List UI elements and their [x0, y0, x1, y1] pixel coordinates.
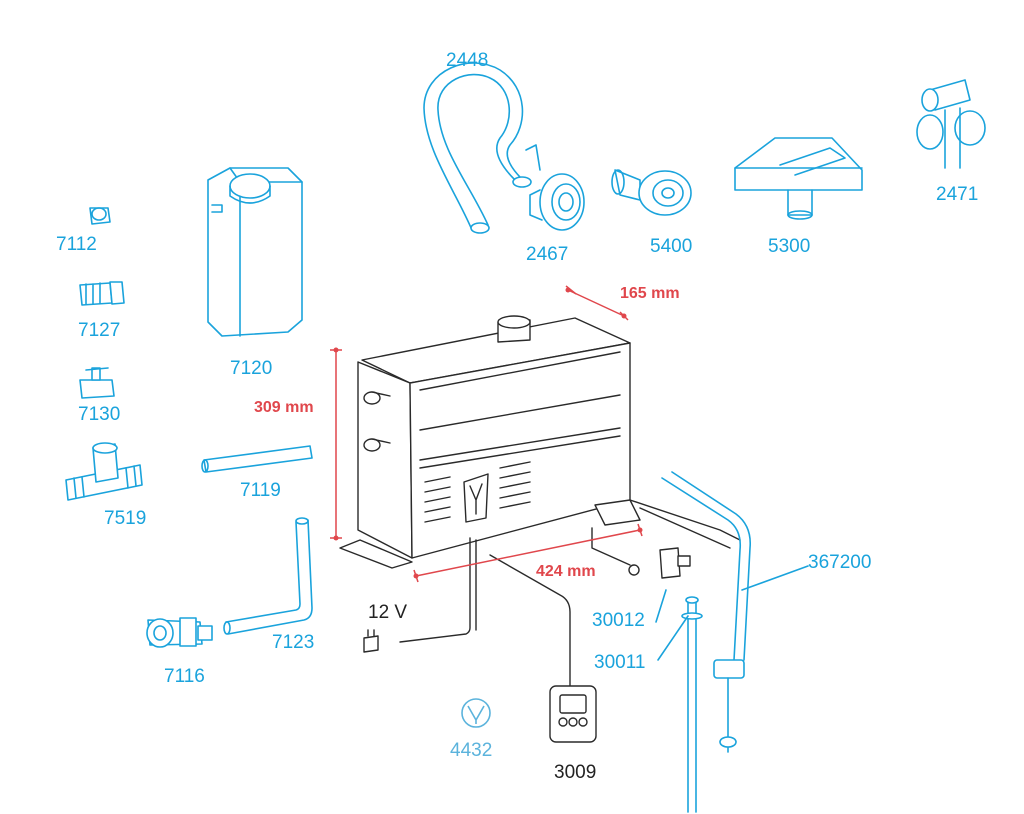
- label-2471: 2471: [936, 184, 978, 205]
- hose-nipple-7127: [79, 281, 125, 306]
- valve-7130: [79, 367, 115, 399]
- heater-unit: [339, 315, 641, 569]
- label-7127: 7127: [78, 320, 120, 341]
- exhaust-cover-5300: [734, 137, 863, 220]
- bent-pipe-7123: [223, 517, 313, 635]
- leader-lines: [655, 565, 809, 661]
- controller-3009: [549, 685, 597, 743]
- label-2467: 2467: [526, 244, 568, 265]
- fuel-tank-7120: [207, 167, 303, 337]
- tee-connector-7519: [65, 442, 143, 501]
- label-7112: 7112: [56, 234, 97, 255]
- label-7120: 7120: [230, 358, 272, 379]
- label-3009: 3009: [554, 762, 596, 783]
- label-367200: 367200: [808, 552, 871, 573]
- fuel-pump-7116: [146, 617, 213, 648]
- fitting-7112: [89, 207, 111, 225]
- label-5300: 5300: [768, 236, 810, 257]
- label-2448: 2448: [446, 50, 488, 71]
- label-7123: 7123: [272, 632, 314, 653]
- dimension-width: [565, 285, 629, 321]
- dimension-width-label: 165 mm: [620, 285, 680, 302]
- label-7119: 7119: [240, 480, 281, 501]
- label-4432: 4432: [450, 740, 492, 761]
- label-7116: 7116: [164, 666, 205, 687]
- exhaust-hose-2448: [423, 62, 541, 234]
- dimension-length-label: 424 mm: [536, 563, 596, 580]
- label-30011: 30011: [594, 652, 645, 673]
- vent-slots: [424, 461, 531, 523]
- silencer-5400: [611, 169, 692, 216]
- fuel-pickup-367200: [661, 471, 752, 753]
- sensor-30012: [628, 547, 691, 579]
- clamp-set-2471: [916, 79, 986, 169]
- trident-logo: [463, 473, 489, 523]
- label-5400: 5400: [650, 236, 692, 257]
- label-30012: 30012: [592, 610, 645, 631]
- label-12v: 12 V: [368, 602, 407, 623]
- dimension-height: [330, 347, 342, 541]
- dimension-labels: 165 mm 309 mm 424 mm: [254, 285, 680, 580]
- accessory-icon-4432: [461, 698, 491, 728]
- wiring-harness: [399, 499, 741, 691]
- label-7519: 7519: [104, 508, 146, 529]
- exhaust-flange-2467: [529, 173, 585, 231]
- fuse-plug-12v: [363, 629, 379, 653]
- fuel-line-30011: [681, 596, 703, 813]
- hose-7119: [201, 445, 313, 473]
- part-labels: 2448 2467 5400 5300 2471 7112 7127 7130 …: [56, 50, 978, 783]
- label-7130: 7130: [78, 404, 120, 425]
- dimension-height-label: 309 mm: [254, 399, 314, 416]
- dimension-length: [413, 523, 643, 583]
